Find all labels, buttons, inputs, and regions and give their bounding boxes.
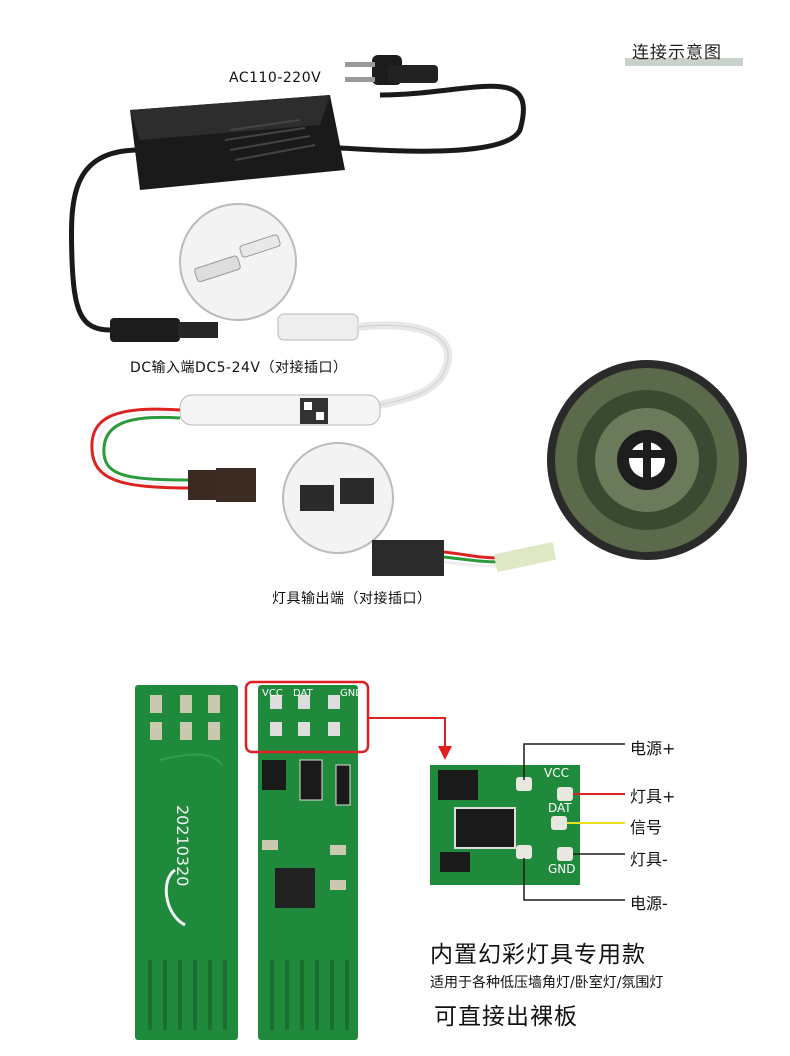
led-strip-reel: [547, 360, 747, 560]
zoom-pad-gnd: GND: [548, 862, 576, 876]
annotation-power-minus: 电源-: [630, 894, 668, 913]
dc-cable: [68, 147, 141, 333]
board-number: 20210320: [173, 805, 192, 887]
annotation-signal: 信号: [630, 818, 663, 837]
pcb-zoom-board: [430, 765, 580, 885]
left-connector: [188, 470, 218, 500]
annotation-lamp-minus: 灯具-: [630, 850, 668, 869]
pcb-front-board: [258, 685, 358, 1040]
plug-icon: [345, 55, 438, 85]
page-title: 连接示意图: [632, 43, 722, 63]
pcb-illustration: [135, 680, 625, 1040]
power-adapter: [130, 95, 345, 190]
zoom-pad-vcc: VCC: [544, 766, 569, 780]
dc-input-label: DC输入端DC5-24V（对接插口）: [130, 360, 348, 376]
voltage-label: AC110-220V: [229, 70, 322, 86]
annotation-lamp-plus: 灯具+: [630, 787, 676, 806]
mains-cable: [339, 83, 526, 154]
footer-title: 内置幻彩灯具专用款: [430, 942, 646, 968]
pcb-back-board: [135, 685, 238, 1040]
wiring-illustration: [68, 55, 747, 576]
pad-label-dat: DAT: [293, 688, 313, 699]
annotation-power-plus: 电源+: [630, 739, 676, 758]
dc-socket: [277, 313, 359, 341]
footer-subtitle: 适用于各种低压墙角灯/卧室灯/氛围灯: [430, 975, 664, 991]
right-connector: [372, 540, 444, 576]
pad-label-vcc: VCC: [262, 688, 283, 699]
jst-zoom-circle: [282, 442, 394, 554]
pad-label-gnd: GND: [340, 688, 363, 699]
spi-controller: [179, 394, 381, 426]
zoom-pad-dat: DAT: [548, 801, 572, 815]
header-badge-bar: [625, 58, 743, 66]
dc-plug: [110, 318, 180, 342]
lamp-output-label: 灯具输出端（对接插口）: [272, 591, 432, 607]
highlight-arrow: [368, 717, 446, 748]
footer-note: 可直接出裸板: [434, 1004, 578, 1030]
